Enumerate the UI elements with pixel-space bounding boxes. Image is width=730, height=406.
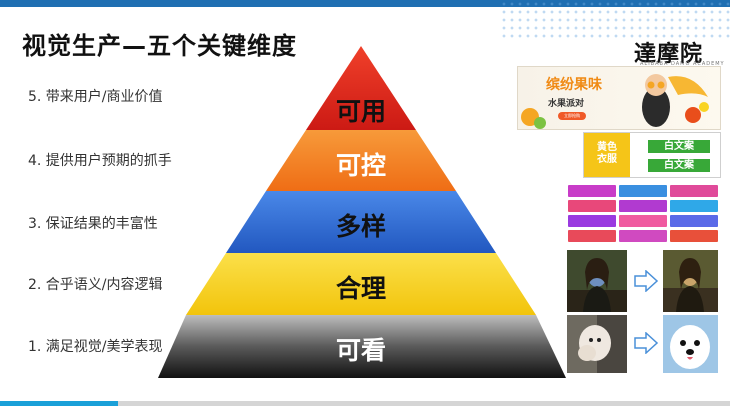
dimension-item-5: 5. 带来用户/商业价值 [28,89,163,105]
grid-thumb [568,185,616,197]
grid-thumb [568,230,616,242]
mona-lisa-after-image [663,250,718,312]
grid-thumb [670,185,718,197]
dimension-item-4: 4. 提供用户预期的抓手 [28,153,172,169]
banner-title: 缤纷果味 [546,77,602,93]
grid-thumb [619,215,667,227]
logo-subtitle: ALIBABA DAMO ACADEMY [640,61,725,67]
top-bar [0,0,730,7]
grid-thumb [568,200,616,212]
grid-thumb [619,185,667,197]
bottom-bar [0,401,730,406]
dog-before-image [567,315,627,373]
right-arrow-icon [634,270,658,292]
yellow-clothes-label: 黄色衣服 [597,142,617,165]
pyramid-label-diverse: 多样 [335,212,386,241]
pyramid-label-controllable: 可控 [335,151,386,180]
right-arrow-icon [634,332,658,354]
example-diverse-grid [566,183,719,247]
example-layout-card: 黄色衣服 白文案 白文案 [583,132,721,178]
pyramid-label-viewable: 可看 [335,336,386,365]
pyramid-label-usable: 可用 [335,97,386,126]
grid-thumb [568,215,616,227]
dimension-item-1: 1. 满足视觉/美学表现 [28,339,163,355]
pyramid-label-reasonable: 合理 [335,274,386,303]
grid-thumb [619,230,667,242]
banner-button: 立即抢购 [558,112,586,120]
pyramid-level-controllable [266,130,456,191]
pyramid-level-usable [306,46,416,130]
banner-subtitle: 水果派对 [548,99,585,109]
yellow-clothes-block: 黄色衣服 [584,133,630,177]
banner-illustration [521,74,709,129]
dimension-item-3: 3. 保证结果的丰富性 [28,216,158,232]
pyramid-level-reasonable [186,253,536,315]
decorative-dot-pattern [500,0,730,40]
grid-thumb [670,215,718,227]
bottom-bar-accent [0,401,118,406]
grid-thumb [670,230,718,242]
mona-lisa-before-image [567,250,627,312]
dimension-item-2: 2. 合乎语义/内容逻辑 [28,277,163,293]
pyramid-level-diverse [226,191,496,253]
grid-thumb [619,200,667,212]
white-copy-block-1: 白文案 [648,140,710,153]
example-banner-image: 缤纷果味 水果派对 立即抢购 [517,66,721,130]
white-copy-block-2: 白文案 [648,159,710,172]
pyramid-level-viewable [158,315,566,378]
slide-title: 视觉生产—五个关键维度 [22,32,297,60]
damo-academy-logo: 達摩院 [634,41,704,67]
dog-after-image [663,315,718,373]
grid-thumb [670,200,718,212]
